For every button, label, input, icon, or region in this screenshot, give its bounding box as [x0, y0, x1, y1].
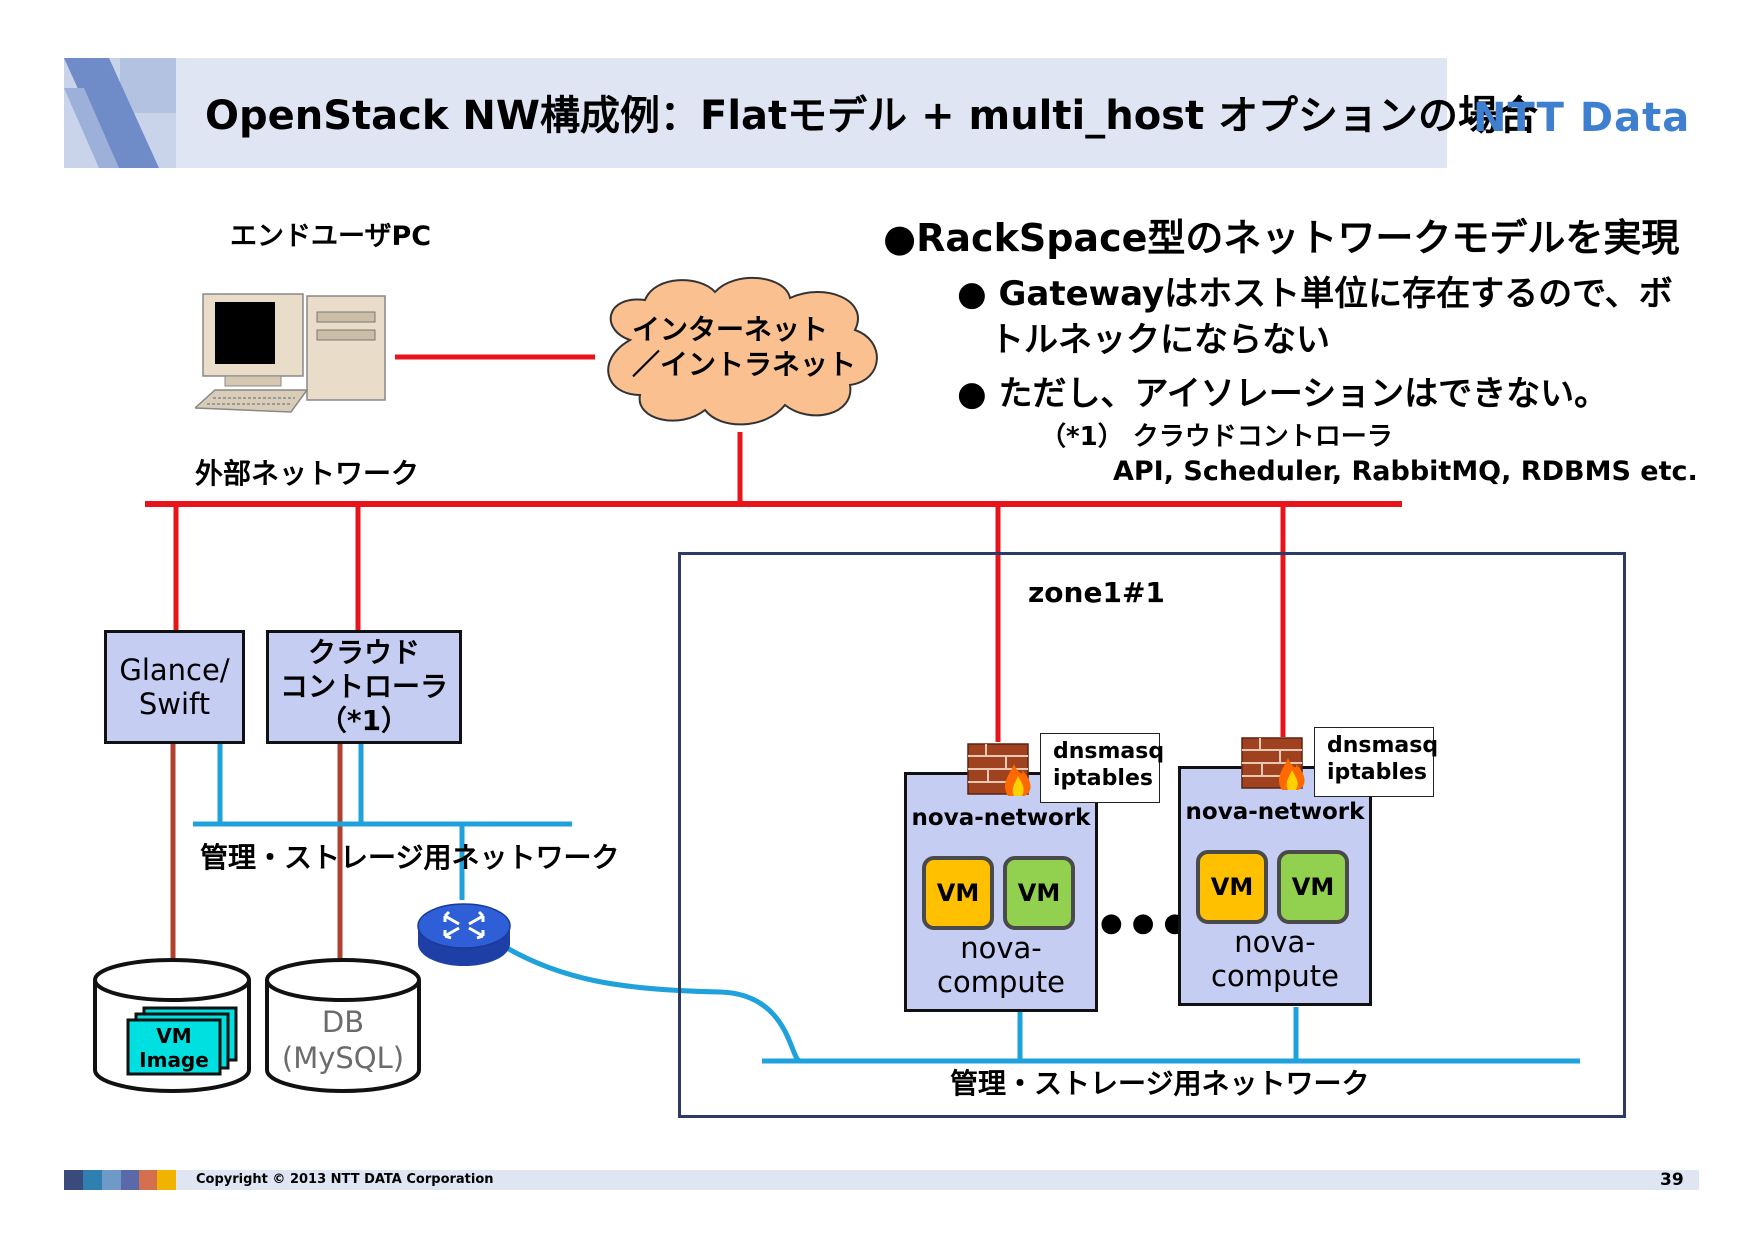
- nova-network-label-2: nova-network: [1185, 799, 1365, 825]
- glance-label-line2: Swift: [138, 687, 211, 721]
- external-network-label: 外部ネットワーク: [195, 457, 420, 490]
- cloud-controller-box: クラウド コントローラ （*1）: [266, 630, 462, 744]
- zone-box: [678, 552, 1626, 1118]
- more-hosts-ellipsis: ● ● ●: [1100, 908, 1187, 938]
- bullet-gateway-line1: ● Gatewayはホスト単位に存在するので、ボ: [957, 274, 1673, 314]
- vm-2-1: VM: [1196, 850, 1268, 924]
- nova-compute-label-1: nova- compute: [904, 930, 1098, 1000]
- dns-note-2-line1: dnsmasq: [1327, 733, 1439, 758]
- db-label-line2: (MySQL): [281, 1041, 405, 1075]
- db-label-line1: DB: [321, 1005, 365, 1039]
- header-bar: [64, 58, 1447, 168]
- firewall-icon-1: [967, 743, 1031, 796]
- nova-compute-line2-1: compute: [937, 965, 1065, 999]
- footer-color-blocks: [64, 1170, 176, 1190]
- internet-cloud-icon: [607, 276, 878, 426]
- db-cylinder: [265, 958, 421, 1093]
- vm-image-stack-icon: [126, 1006, 238, 1076]
- nova-network-label-1: nova-network: [911, 805, 1091, 831]
- controller-label-line1: クラウド: [307, 636, 420, 669]
- nova-compute-line1-2: nova-: [1234, 925, 1316, 959]
- db-label: DB (MySQL): [264, 1002, 422, 1078]
- controller-note-label: （*1） クラウドコントローラ: [1040, 422, 1393, 452]
- nova-compute-line2-2: compute: [1211, 959, 1339, 993]
- nova-compute-label-2: nova- compute: [1178, 924, 1372, 994]
- bullet-gateway-line2: トルネックにならない: [990, 320, 1330, 360]
- ntt-data-logo: NTT Data: [1473, 95, 1691, 141]
- nova-compute-line1-1: nova-: [960, 931, 1042, 965]
- vm-image-label-line1: VM: [156, 1024, 192, 1048]
- dns-note-2-line2: iptables: [1327, 760, 1427, 785]
- glance-label-line1: Glance/: [119, 653, 230, 687]
- dns-note-1-line1: dnsmasq: [1053, 739, 1165, 764]
- footer-bar: [64, 1170, 1699, 1190]
- router-zone-link: [498, 941, 802, 1064]
- glance-swift-box: Glance/ Swift: [104, 630, 245, 744]
- vm-image-label: VM Image: [128, 1022, 220, 1074]
- dns-note-1: dnsmasq iptables: [1040, 733, 1165, 803]
- cloud-label-line2: ／イントラネット: [632, 348, 857, 381]
- header-corner-graphic: [64, 58, 176, 168]
- page-title: OpenStack NW構成例：Flatモデル + multi_host オプシ…: [205, 93, 1539, 139]
- dns-note-2: dnsmasq iptables: [1314, 727, 1439, 797]
- mgmt-network-zone-label: 管理・ストレージ用ネットワーク: [950, 1067, 1370, 1100]
- copyright-text: Copyright © 2013 NTT DATA Corporation: [196, 1172, 494, 1187]
- controller-label-line2: コントローラ: [279, 670, 448, 703]
- cloud-label-line1: インターネット: [632, 313, 829, 346]
- mgmt-network-left-label: 管理・ストレージ用ネットワーク: [200, 841, 620, 874]
- vm-image-label-line2: Image: [139, 1048, 209, 1072]
- bullet-main: ●RackSpace型のネットワークモデルを実現: [883, 216, 1680, 260]
- enduser-pc-label: エンドユーザPC: [230, 221, 432, 252]
- controller-note-text: API, Scheduler, RabbitMQ, RDBMS etc.: [1113, 456, 1698, 487]
- dns-note-1-line2: iptables: [1053, 766, 1153, 791]
- page-number: 39: [1660, 1170, 1684, 1190]
- router-icon: [417, 903, 511, 966]
- bullet-isolation: ● ただし、アイソレーションはできない。: [957, 374, 1609, 414]
- vm-1-1: VM: [922, 856, 994, 930]
- vm-1-2: VM: [1003, 856, 1075, 930]
- zone-label: zone1#1: [1028, 576, 1165, 609]
- computer-icon: [195, 293, 386, 413]
- controller-label-line3: （*1）: [318, 704, 410, 737]
- vm-2-2: VM: [1277, 850, 1349, 924]
- firewall-icon-2: [1241, 737, 1305, 790]
